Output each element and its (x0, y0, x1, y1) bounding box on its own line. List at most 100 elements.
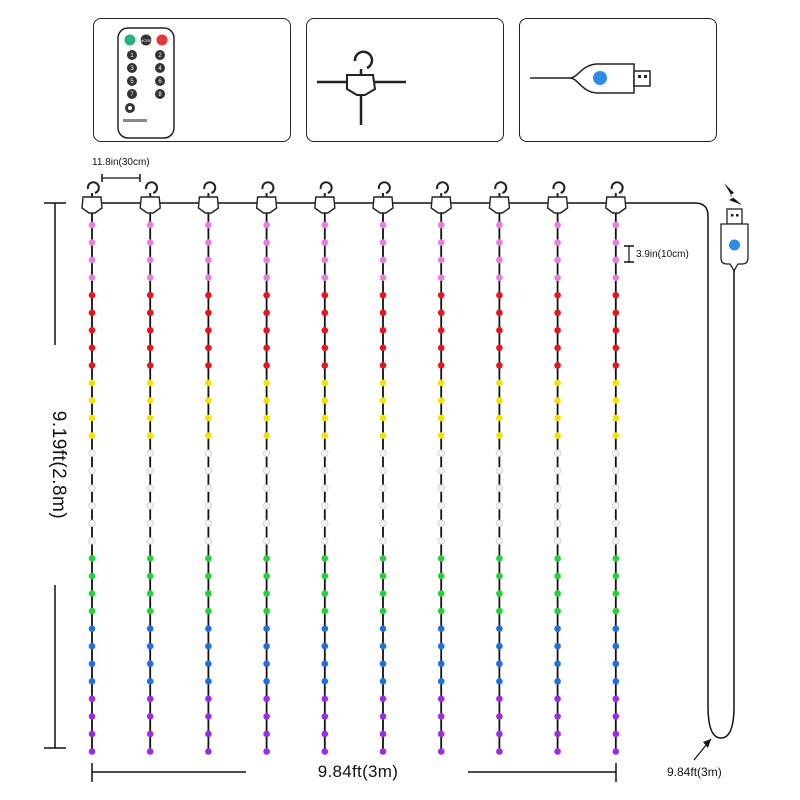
bulb (612, 519, 620, 528)
bulb (554, 432, 561, 439)
bulb (379, 642, 387, 650)
bulb (146, 713, 154, 720)
bulb (146, 432, 154, 439)
bulb (437, 502, 445, 510)
bulb (379, 221, 387, 229)
bulb (205, 221, 212, 229)
bulb (88, 432, 96, 439)
bulb (496, 344, 503, 352)
hook-icon (436, 181, 450, 194)
bulb (379, 309, 387, 317)
bulb (612, 362, 620, 369)
bulb (495, 484, 504, 492)
bulb (553, 484, 562, 492)
bulb (612, 555, 620, 562)
bulb (437, 397, 445, 404)
bulb (437, 414, 445, 422)
svg-text:4: 4 (158, 66, 162, 72)
bulb (437, 256, 445, 264)
svg-text:1: 1 (130, 53, 134, 59)
bulb (146, 344, 154, 352)
bulb (554, 221, 561, 229)
bulb (554, 642, 561, 650)
bulb (553, 467, 562, 475)
bulb (263, 748, 270, 755)
hook-icon (261, 181, 275, 194)
bulb (263, 397, 270, 404)
bulb (496, 379, 503, 387)
bulb (612, 642, 620, 650)
remote-key-7: 7 (127, 89, 137, 99)
bulb (379, 239, 387, 246)
bulb (88, 607, 96, 615)
bulb (88, 713, 96, 720)
bulb (88, 309, 96, 317)
bulb (496, 362, 503, 369)
bulb (88, 537, 96, 545)
bulb (554, 379, 561, 387)
bulb (554, 590, 561, 597)
bulb (205, 590, 212, 597)
bulb (88, 572, 96, 580)
bulb (263, 642, 270, 650)
bulb (554, 555, 561, 562)
bulb (321, 730, 329, 738)
bulb (612, 414, 620, 422)
light-strand (255, 181, 278, 755)
bulb (263, 695, 270, 703)
bulb (146, 502, 154, 510)
bulb (554, 291, 561, 299)
bulb (146, 678, 154, 685)
bulb (88, 239, 96, 246)
bulb (321, 625, 329, 632)
bulb (379, 730, 387, 738)
bulb (554, 256, 561, 264)
bulb (146, 572, 154, 580)
bulb (88, 344, 96, 352)
bulb (205, 625, 212, 632)
bulb (612, 327, 620, 334)
remote-key-1: 1 (127, 50, 137, 60)
bulb (379, 379, 387, 387)
bulb (496, 309, 503, 317)
bulb (321, 484, 329, 492)
bulb (321, 221, 329, 229)
bulb (554, 274, 561, 281)
bulb (263, 379, 270, 387)
bulb (263, 730, 270, 738)
bulb (146, 327, 154, 334)
bulb (379, 467, 387, 475)
bulb (321, 291, 329, 299)
bulb (379, 537, 387, 545)
bulb (379, 625, 387, 632)
light-strand (488, 181, 511, 755)
bulb (554, 362, 561, 369)
bulb (495, 467, 504, 475)
bulb (205, 572, 212, 580)
main-wire (92, 202, 735, 739)
bulb (146, 449, 154, 457)
bulb (263, 678, 270, 685)
bulb (88, 502, 96, 510)
bulb (146, 362, 154, 369)
bulb (88, 467, 96, 475)
bulb (554, 607, 561, 615)
bulb (204, 467, 213, 475)
hook-icon (319, 181, 333, 194)
bulb (437, 327, 445, 334)
bulb (437, 309, 445, 317)
bulb (554, 730, 561, 738)
bulb (379, 274, 387, 281)
bulb (554, 678, 561, 685)
bulb (437, 642, 445, 650)
bulb (263, 221, 270, 229)
bulb (612, 484, 620, 492)
bulb (612, 274, 620, 281)
bulb (205, 713, 212, 720)
bulb (263, 414, 270, 422)
usb-plug-icon (720, 208, 749, 273)
bulb (379, 607, 387, 615)
hook-icon (377, 181, 391, 194)
bulb (321, 502, 329, 510)
bulb (496, 642, 503, 650)
